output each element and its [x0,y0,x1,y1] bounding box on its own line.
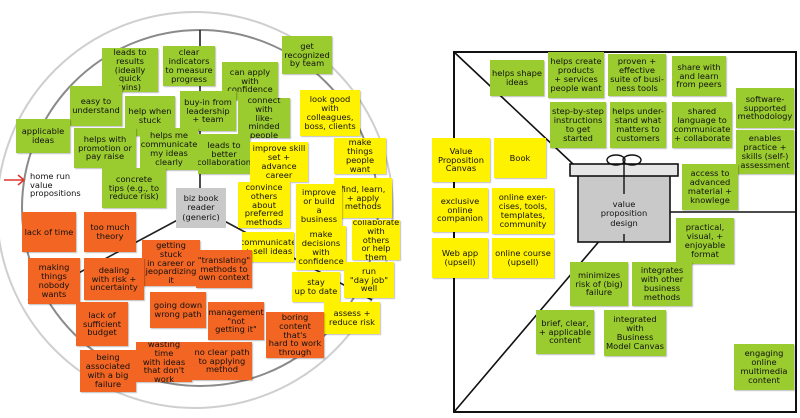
job-note: find, learn, + apply methods [334,178,392,218]
job-note: make things people want [334,138,386,174]
job-note: assess + reduce risk [324,302,380,334]
pain-note: going down wrong path [150,292,206,328]
pain-note: no clear path to applying method [192,342,252,380]
customer-profile: biz book reader (generic) home run value… [0,11,400,409]
gain-creator-note: share with and learn from peers [672,56,726,96]
home-run-arrow-icon [4,174,26,186]
pain-note: boring content that's hard to work throu… [266,312,324,358]
gain-creator-note: step-by-step instructions to get started [550,102,606,148]
job-note: stay up to date [292,272,340,302]
pain-note: management "not getting it" [208,302,264,340]
product-note: Web app (upsell) [432,238,488,278]
job-note: look good with colleagues, boss, clients [300,90,360,136]
pain-reliever-note: integrated with Business Model Canvas [604,310,666,356]
pain-note: being associated with a big failure [80,350,136,392]
gain-note: connect with like-minded people [238,98,290,138]
product-note: exclusive online companion [432,188,488,232]
pain-reliever-note: integrates with other business methods [632,262,692,306]
pain-reliever-note: minimizes risk of (big) failure [570,262,628,306]
value-map: value proposition design helps shape ide… [420,0,800,418]
gain-creator-note: access to advanced material + knowlege [682,164,738,210]
gain-note: buy-in from leadership + team [180,91,236,131]
customer-center-label: biz book reader (generic) [176,188,226,228]
pain-note: making things nobody wants [28,258,80,304]
job-note: collaborate with others or help them [352,220,400,260]
product-note: Value Proposition Canvas [432,138,490,182]
pain-note: lack of time [22,212,76,252]
pain-reliever-note: engaging online multimedia content [734,344,794,390]
gain-creator-note: enables practice + skills (self-) assess… [736,130,794,174]
gain-creator-note: shared language to communicate + collabo… [672,102,732,148]
pain-note: dealing with risk + uncertainty [84,258,144,300]
gain-creator-note: helps create products + services people … [548,52,604,98]
job-note: make decisions with confidence [296,226,346,270]
pain-note: lack of sufficient budget [76,302,128,346]
job-note: run "day job" well [344,262,394,298]
job-note: improve or build a business [296,184,342,228]
pain-note: wasting time with ideas that don't work [136,342,192,382]
product-note: Book [494,138,546,178]
gain-note: helps me communicate my ideas clearly [140,128,198,170]
gain-note: concrete tips (e.g., to reduce risk) [102,168,166,208]
gain-note: get recognized by team [282,36,332,74]
gain-creator-note: software- supported methodology [736,88,794,128]
home-run-label: home run value propositions [30,170,81,199]
gain-creator-note: proven + effective suite of busi- ness t… [608,54,666,96]
gain-note: helps with promotion or pay raise [74,128,136,168]
gain-note: leads to results (ideally quick wins) [102,48,158,92]
gain-note: easy to understand [70,86,122,126]
value-map-center-label: value proposition design [594,194,654,234]
gain-note: applicable ideas [16,119,70,153]
pain-reliever-note: practical, visual, + enjoyable format [676,218,734,264]
gain-creator-note: helps shape ideas [490,60,544,96]
pain-note: too much theory [84,212,136,252]
product-note: online course (upsell) [492,238,554,278]
pain-note: getting stuck in career or jeopardizing … [142,240,200,286]
job-note: convince others about preferred methods [238,182,290,228]
gain-note: clear indicators to measure progress [163,46,215,86]
pain-reliever-note: brief, clear, + applicable content [536,310,594,354]
pain-note: "translating" methods to own context [196,250,252,288]
job-note: improve skill set + advance career [250,142,308,182]
gain-note: leads to better collaboration [198,134,250,174]
gain-creator-note: helps under- stand what matters to custo… [610,102,666,148]
product-note: online exer- cises, tools, templates, co… [492,188,554,234]
